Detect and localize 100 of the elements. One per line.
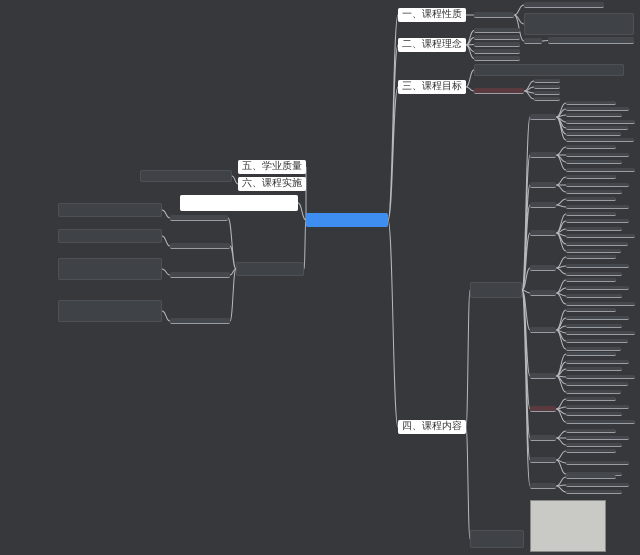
connector-line — [556, 184, 566, 192]
connector-line — [556, 330, 566, 350]
connector-line — [556, 232, 566, 236]
connector-line — [556, 310, 566, 330]
connector-line — [556, 116, 566, 140]
branch-bar — [566, 107, 629, 111]
note-block — [236, 262, 304, 276]
branch-bar — [534, 79, 560, 83]
connector-line — [466, 290, 470, 428]
connector-line — [556, 326, 566, 330]
connector-line — [466, 14, 474, 16]
branch-bar — [566, 190, 622, 194]
connector-line — [388, 220, 398, 428]
connector-line — [304, 220, 306, 270]
connector-line — [556, 408, 566, 422]
connector-line — [298, 202, 306, 220]
branch-bar — [530, 435, 556, 441]
branch-bar — [566, 101, 616, 105]
connector-line — [556, 330, 566, 342]
connector-line — [556, 330, 566, 334]
topic-box: 五、学业质量 — [238, 160, 306, 174]
branch-bar — [566, 367, 622, 371]
connector-line — [556, 476, 566, 486]
connector-line — [524, 80, 534, 92]
connector-line — [556, 406, 566, 410]
branch-bar — [566, 397, 616, 401]
branch-bar — [566, 483, 629, 487]
connector-line — [556, 232, 566, 252]
branch-bar — [566, 153, 629, 157]
branch-bar — [566, 242, 628, 246]
connector-line — [556, 184, 566, 186]
branch-bar — [566, 405, 629, 409]
connector-line — [556, 460, 566, 464]
connector-line — [466, 44, 474, 59]
branch-bar — [530, 230, 556, 236]
connector-line — [388, 86, 398, 220]
connector-line — [556, 292, 566, 296]
branch-bar — [566, 443, 622, 447]
branch-bar — [566, 234, 635, 238]
branch-bar — [566, 120, 635, 124]
connector-line — [556, 154, 566, 162]
branch-bar — [566, 316, 629, 320]
connector-line — [556, 116, 566, 128]
branch-bar — [530, 182, 556, 188]
branch-bar — [474, 88, 524, 94]
connector-line — [556, 398, 566, 410]
note-block — [474, 64, 624, 76]
branch-bar — [474, 28, 520, 33]
branch-bar — [534, 91, 560, 95]
connector-line — [556, 486, 566, 492]
connector-line — [556, 214, 566, 234]
branch-bar — [474, 35, 520, 40]
connector-line — [522, 290, 530, 376]
connector-line — [556, 176, 566, 186]
connector-line — [162, 268, 170, 276]
central-topic-box — [306, 213, 388, 227]
connector-line — [162, 236, 170, 246]
connector-line — [556, 232, 566, 244]
branch-bar — [566, 490, 622, 494]
branch-bar — [566, 132, 621, 136]
connector-line — [522, 290, 530, 330]
branch-bar — [474, 49, 520, 54]
branch-bar — [566, 331, 635, 335]
branch-bar — [530, 265, 556, 271]
branch-bar — [474, 56, 520, 61]
connector-line — [556, 376, 566, 392]
branch-bar — [530, 114, 556, 120]
branch-bar — [566, 339, 628, 343]
connector-line — [556, 204, 566, 208]
branch-bar — [566, 302, 635, 306]
note-block — [470, 282, 522, 298]
branch-bar — [530, 373, 556, 379]
connector-line — [556, 362, 566, 376]
note-block — [524, 13, 634, 35]
branch-bar — [534, 97, 560, 101]
connector-line — [514, 14, 524, 24]
branch-bar — [566, 429, 616, 433]
connector-line — [556, 354, 566, 376]
connector-line — [230, 268, 236, 322]
branch-bar — [170, 272, 230, 278]
connector-line — [522, 268, 530, 290]
branch-bar — [530, 457, 556, 463]
branch-bar — [524, 2, 604, 8]
connector-line — [556, 376, 566, 384]
connector-line — [232, 176, 238, 184]
connector-line — [524, 90, 534, 100]
branch-bar — [566, 272, 622, 276]
note-block — [58, 229, 162, 243]
branch-bar — [566, 126, 628, 130]
connector-line — [542, 40, 548, 42]
connector-line — [556, 318, 566, 330]
branch-bar — [566, 227, 622, 231]
connector-line — [556, 266, 566, 268]
branch-bar — [566, 113, 622, 117]
connector-line — [556, 256, 566, 268]
connector-line — [556, 198, 566, 206]
connector-line — [556, 484, 566, 486]
connector-line — [514, 14, 524, 42]
connector-line — [556, 154, 566, 156]
connector-line — [162, 210, 170, 218]
